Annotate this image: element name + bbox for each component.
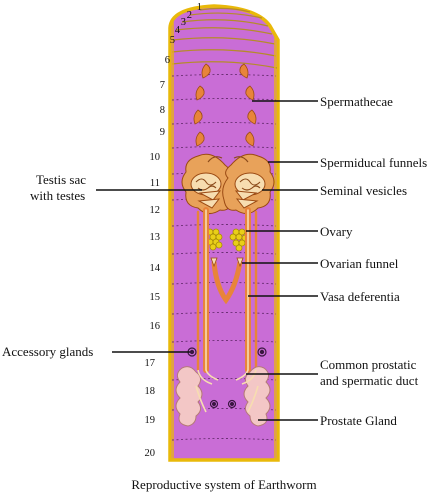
anterior-ridges <box>171 7 278 69</box>
segment-number: 6 <box>165 55 170 66</box>
segment-number: 8 <box>160 105 165 116</box>
seminal-vesicles <box>181 153 275 214</box>
segment-number: 18 <box>145 386 156 397</box>
label-spermathecae: Spermathecae <box>320 94 393 109</box>
label-seminal-vesicles: Seminal vesicles <box>320 183 407 198</box>
label-ovarian-funnel: Ovarian funnel <box>320 256 399 271</box>
accessory-glands <box>187 347 267 409</box>
segment-number: 13 <box>150 232 161 243</box>
segment-number: 15 <box>150 292 161 303</box>
label-common-duct-line1: Common prostatic <box>320 357 417 372</box>
segment-number: 14 <box>150 263 161 274</box>
label-ovary: Ovary <box>320 224 353 239</box>
segment-number: 10 <box>150 152 161 163</box>
label-accessory-glands: Accessory glands <box>2 344 93 359</box>
segment-number: 17 <box>145 358 156 369</box>
segment-number: 3 <box>181 17 186 28</box>
diagram-caption: Reproductive system of Earthworm <box>131 477 316 492</box>
leader-lines <box>96 100 318 421</box>
spermiducal-funnels <box>197 190 259 209</box>
segment-number: 19 <box>145 415 156 426</box>
segment-number: 20 <box>145 448 156 459</box>
spermathecae <box>193 63 257 147</box>
segment-number: 1 <box>197 2 202 13</box>
ovarian-funnels <box>210 257 244 305</box>
label-testis-sac-line2: with testes <box>30 188 85 203</box>
label-prostate-gland: Prostate Gland <box>320 413 397 428</box>
label-vasa-deferentia: Vasa deferentia <box>320 289 400 304</box>
segment-number: 2 <box>187 10 192 21</box>
prostate-glands <box>175 366 271 427</box>
labels: Spermathecae Spermiducal funnels Seminal… <box>2 94 427 428</box>
segment-number: 12 <box>150 205 161 216</box>
segment-number: 11 <box>150 178 160 189</box>
segment-number: 4 <box>175 25 181 36</box>
segment-number: 7 <box>160 80 165 91</box>
segment-number: 9 <box>160 127 165 138</box>
label-spermiducal-funnels: Spermiducal funnels <box>320 155 427 170</box>
common-prostatic-spermatic-ducts <box>195 369 259 413</box>
label-common-duct-line2: and spermatic duct <box>320 373 419 388</box>
segment-number: 16 <box>150 321 161 332</box>
segment-number: 5 <box>170 35 175 46</box>
vasa-deferentia <box>196 207 258 373</box>
label-testis-sac-line1: Testis sac <box>36 172 86 187</box>
